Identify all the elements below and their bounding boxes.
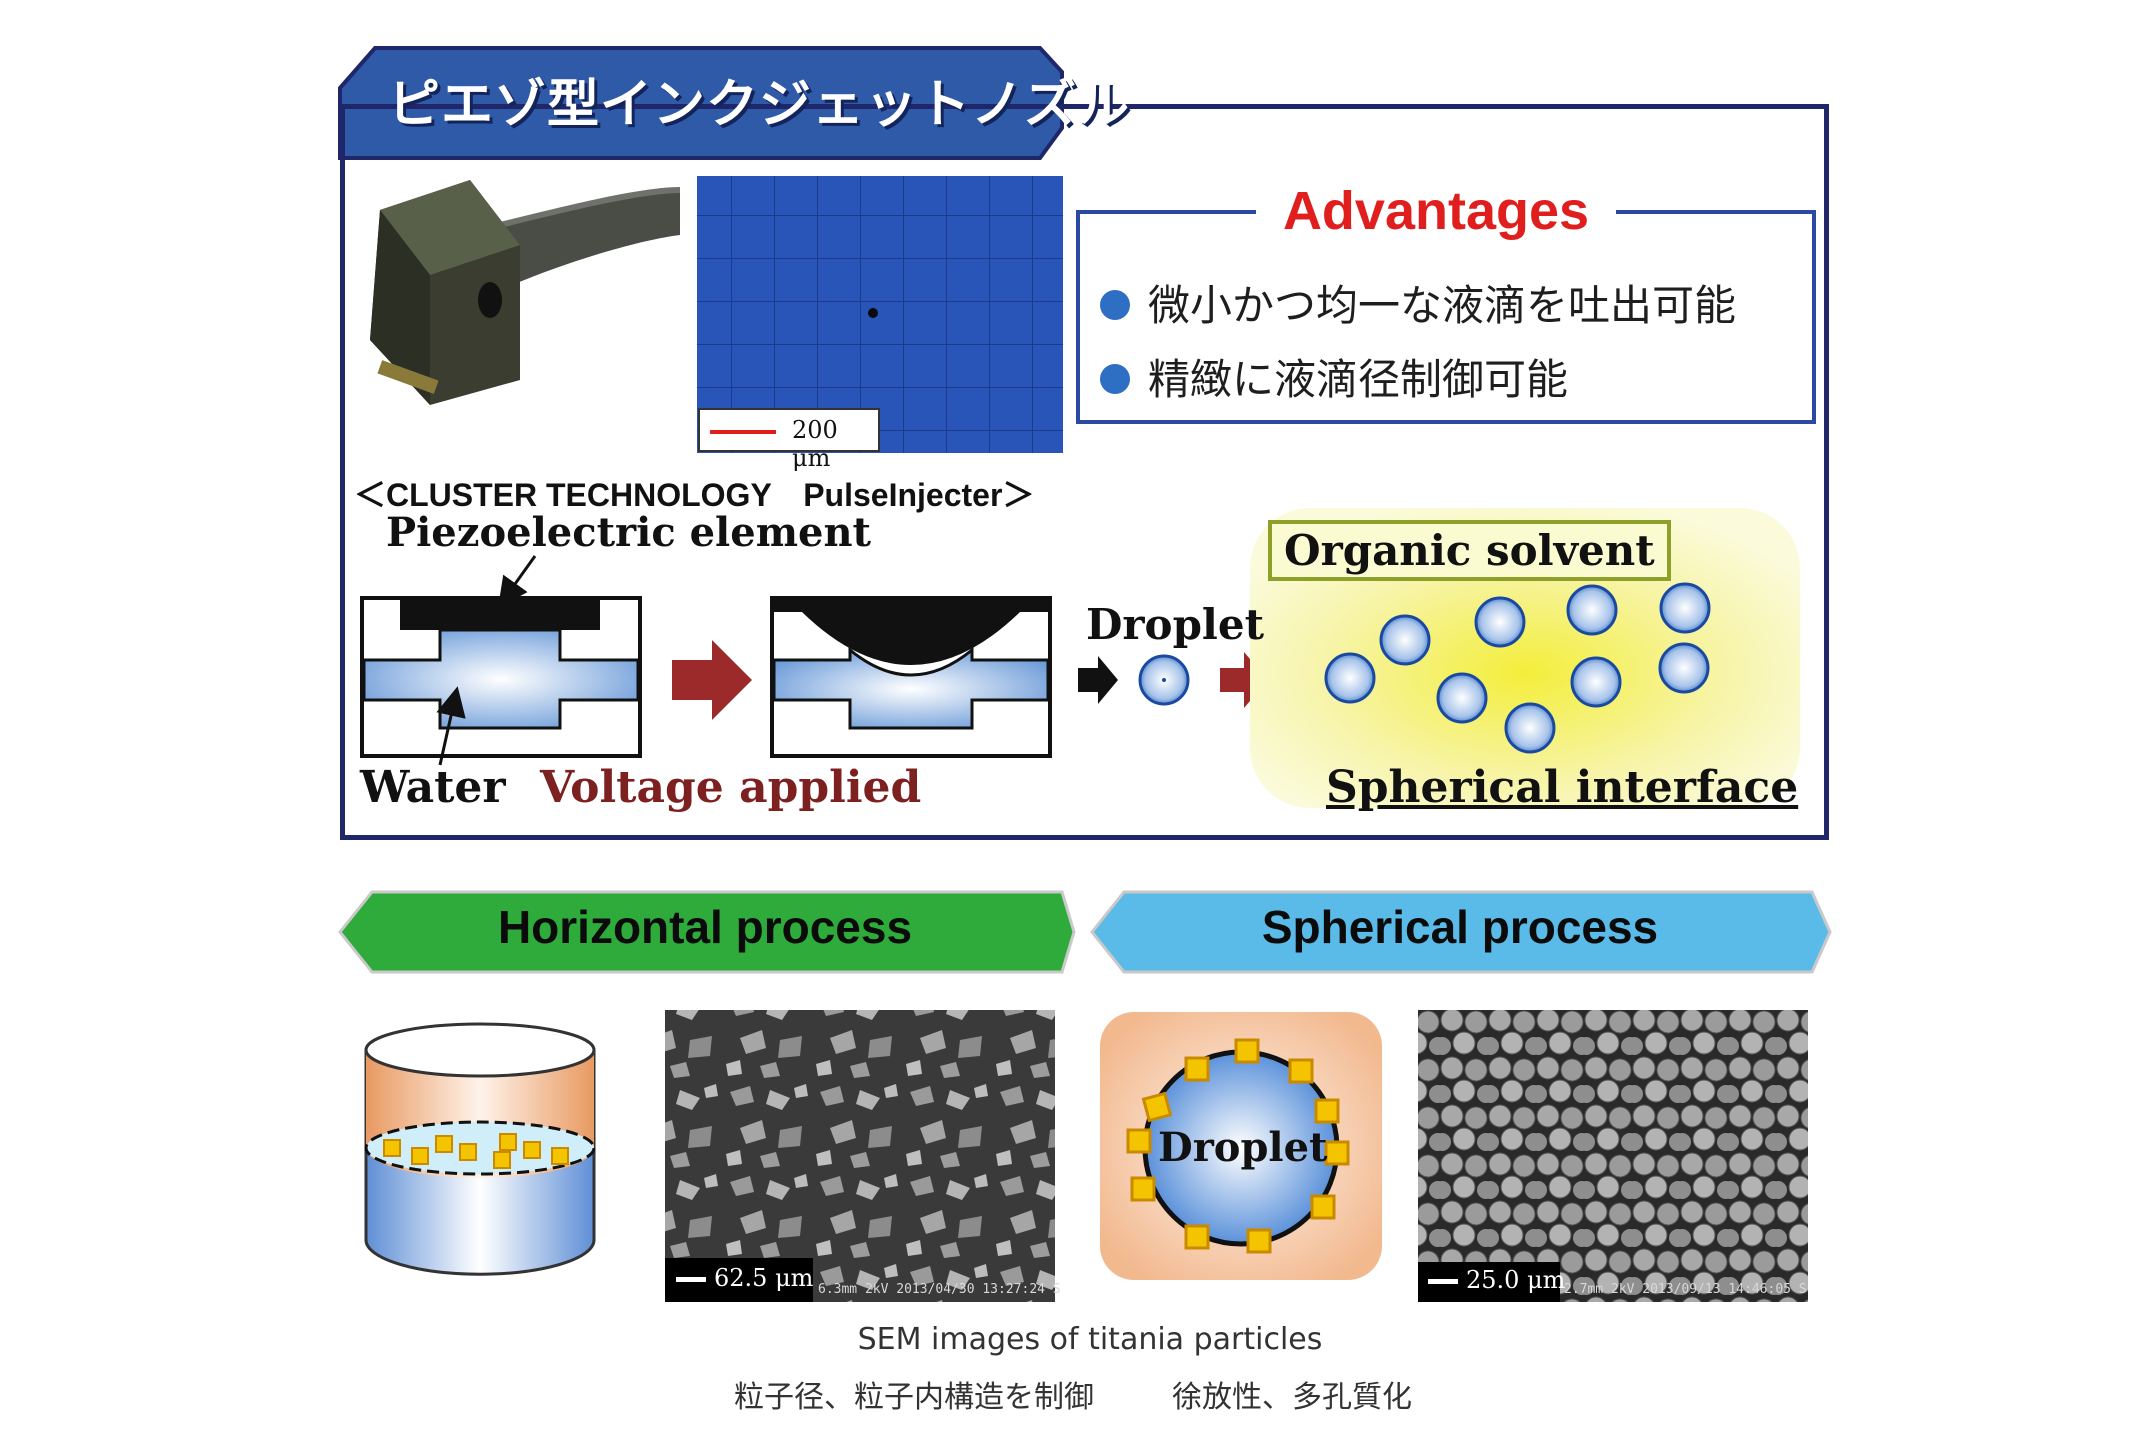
horizontal-cylinder [364,1022,596,1276]
nozzle-scale-bar: 200 μm [698,408,880,472]
horizontal-process-label: Horizontal process [497,901,913,953]
sem-scale-horizontal: 62.5 μm [676,1264,813,1292]
red-arrow-1 [672,640,752,720]
sem-meta-horizontal: 6.3mm 2kV 2013/04/30 13:27:24 S [818,1282,1061,1297]
sem-image-horizontal [665,1010,1055,1302]
nozzle-panel-frame [340,104,1829,840]
spherical-process-label: Spherical process [1261,901,1659,953]
scale-line [676,1277,706,1282]
bullet-icon [1100,289,1130,320]
header-title: ピエゾ型インクジェットノズル [388,75,1131,135]
product-caption: ＜CLUSTER TECHNOLOGY PulseInjecter＞ [354,477,1035,513]
piezo-label: Piezoelectric element [386,509,872,556]
droplet-label: Droplet [1086,600,1265,649]
nozzle-grid-image [697,176,1063,453]
organic-solvent-region [1250,508,1800,808]
advantage-item: 精緻に液滴径制御可能 [1100,346,1568,407]
header-tab [338,46,1064,160]
bullet-icon [1100,363,1130,394]
solvent-droplets [1324,582,1711,754]
spherical-interface-label: Spherical interface [1326,762,1799,813]
nozzle-chamber-voltage [770,596,1052,758]
card-droplet-label: Droplet [1158,1124,1328,1171]
horizontal-caption: 粒子径、粒子内構造を制御 [734,1380,1094,1415]
nozzle-photo [370,180,681,405]
sem-caption: SEM images of titania particles [857,1322,1323,1357]
horizontal-process-banner [338,890,1076,974]
sem-scale-spherical: 25.0 μm [1428,1266,1565,1294]
sem-meta-spherical: 2.7mm 2kV 2013/09/13 14:46:05 S [1564,1282,1807,1297]
voltage-label: Voltage applied [540,762,922,813]
nozzle-chamber-rest [360,555,642,766]
spherical-process-banner [1090,890,1832,974]
advantage-item: 微小かつ均一な液滴を吐出可能 [1100,272,1736,333]
scale-line [710,430,776,434]
sem-image-spherical [1418,1010,1808,1302]
water-label: Water [360,762,506,813]
spherical-caption: 徐放性、多孔質化 [1172,1380,1412,1415]
advantages-title: Advantages [1256,180,1616,242]
scale-label: 200 μm [792,416,838,472]
black-arrow [1078,656,1118,704]
organic-solvent-label: Organic solvent [1268,520,1671,581]
spherical-droplet-card [1100,1012,1382,1280]
scale-line [1428,1279,1458,1284]
